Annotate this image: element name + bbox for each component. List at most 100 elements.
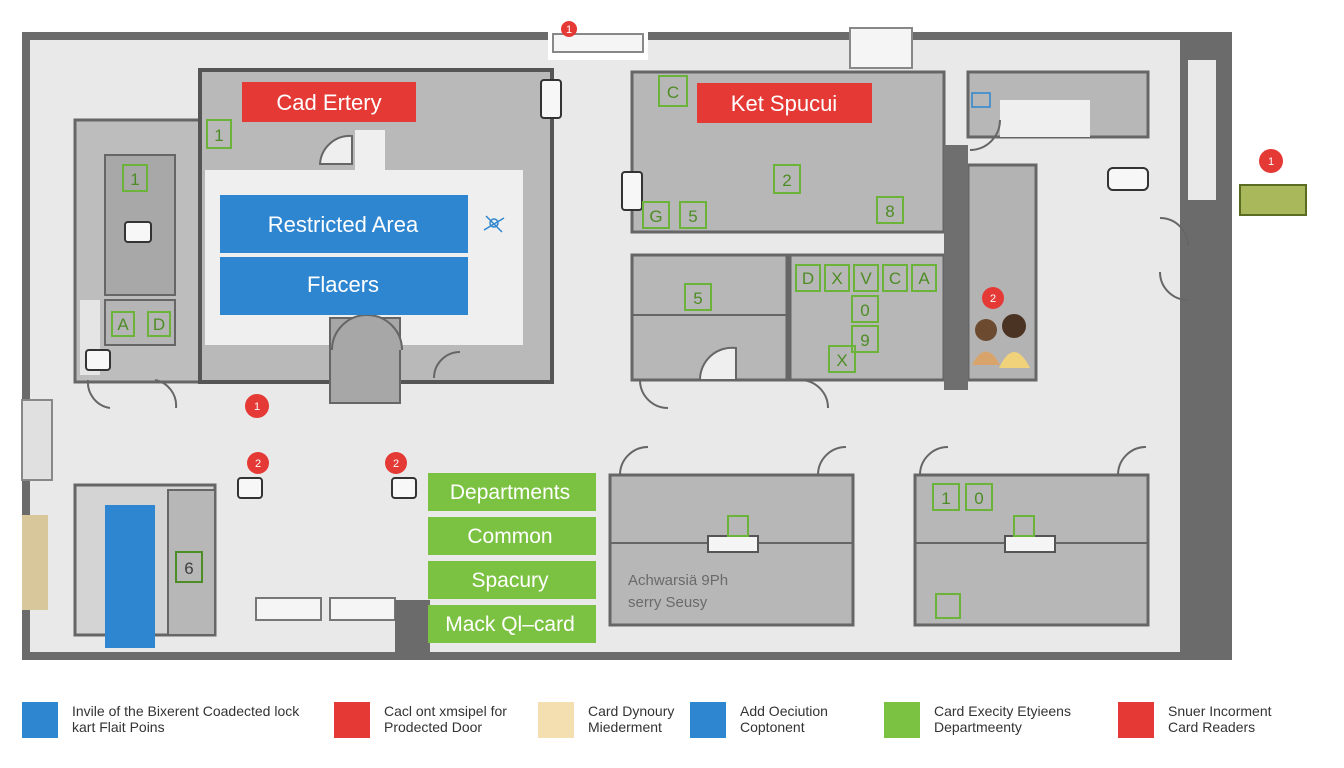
svg-text:9: 9 [860, 331, 869, 350]
room-tag-5a: 5 [679, 201, 707, 229]
card-reader-devices [85, 79, 1149, 499]
legend-line: kart Flait Poins [72, 719, 165, 735]
svg-text:C: C [889, 269, 901, 288]
legend-swatch-4 [884, 702, 920, 738]
svg-text:5: 5 [688, 207, 697, 226]
svg-text:2: 2 [393, 458, 399, 470]
departments-text: Departments [450, 481, 570, 504]
bottom-door-2 [329, 597, 396, 621]
restricted-area-text: Restricted Area [268, 212, 419, 237]
svg-text:X: X [831, 269, 842, 288]
room-tag-d: D [795, 264, 821, 292]
mack-card-box [428, 605, 596, 643]
legend-line: Card Dynoury [588, 703, 675, 719]
svg-text:D: D [802, 269, 814, 288]
right-staff-room [966, 163, 1038, 382]
svg-text:1: 1 [130, 170, 139, 189]
legend-text-5: Snuer Incorment Card Readers [1168, 703, 1344, 735]
room-tag-9: 9 [851, 325, 879, 353]
legend-line: Snuer Incorment [1168, 703, 1272, 719]
svg-text:0: 0 [860, 301, 869, 320]
room-tag-k: X [828, 345, 856, 373]
floors-banner [220, 257, 468, 315]
svg-text:0: 0 [974, 489, 983, 508]
card-entry-text: Cad Ertery [276, 90, 381, 115]
room-tag-0: 0 [851, 295, 879, 323]
room-tag-1b: 1 [122, 164, 148, 192]
legend-swatch-1 [334, 702, 370, 738]
legend-line: Departmeenty [934, 719, 1022, 735]
alarm-marker-staff: 2 [982, 287, 1004, 309]
room-tags: 1 1 C 2 G 5 8 5 D X V C A 0 9 X A D 6 1 … [111, 75, 993, 583]
legend-text-4: Card Execity Etyieens Departmeenty [934, 703, 1124, 735]
svg-text:D: D [153, 315, 165, 334]
svg-text:A: A [117, 315, 129, 334]
room-note-2: serry Seusy [628, 594, 708, 611]
upper-right-opening [849, 27, 913, 69]
restricted-area-banner [220, 195, 468, 253]
legend-text-1: Cacl ont xmsipel for Prodected Door [384, 703, 574, 735]
room-tag-1a: 1 [206, 119, 232, 149]
room-tag-c2: C [882, 264, 908, 292]
room-tag-0b: 0 [965, 483, 993, 511]
card-entry-banner [242, 82, 416, 122]
room-tag-v: V [853, 264, 879, 292]
svg-text:1: 1 [1268, 156, 1274, 168]
svg-text:2: 2 [255, 458, 261, 470]
svg-text:2: 2 [990, 293, 996, 305]
right-staff-shadow [944, 145, 968, 390]
svg-text:V: V [860, 269, 872, 288]
legend-text-3: Add Oeciution Coptonent [740, 703, 930, 735]
legend: Invile of the Bixerent Coadected lock ka… [0, 690, 1344, 750]
right-top-inner [1000, 100, 1090, 137]
legend-line: Miederment [588, 719, 662, 735]
restricted-notch [355, 130, 385, 175]
network-icon [483, 215, 505, 233]
monitor-icon [971, 92, 991, 108]
legend-swatch-5 [1118, 702, 1154, 738]
room-tag-6: 6 [175, 551, 203, 583]
alarm-marker-top: 1 [561, 21, 577, 37]
legend-line: Cacl ont xmsipel for [384, 703, 507, 719]
svg-text:1: 1 [941, 489, 950, 508]
staff-people-icon [972, 314, 1030, 368]
svg-text:5: 5 [693, 289, 702, 308]
bottom-mid-desk [707, 535, 759, 553]
legend-line: Prodected Door [384, 719, 483, 735]
key-space-text: Ket Spucui [731, 91, 837, 116]
room-tag-a: A [911, 264, 937, 292]
svg-text:A: A [918, 269, 930, 288]
room-tag-a2: A [111, 311, 135, 337]
west-door [21, 399, 53, 481]
east-entry-passage [1188, 60, 1216, 200]
room-tag-5b: 5 [684, 283, 712, 311]
common-text: Common [467, 525, 552, 548]
room-tag-c: C [658, 75, 688, 107]
floors-text: Flacers [307, 272, 379, 297]
svg-text:G: G [649, 207, 662, 226]
key-space-banner [697, 83, 872, 123]
left-room-lower [104, 299, 176, 346]
legend-swatch-0 [22, 702, 58, 738]
legend-line: Coptonent [740, 719, 805, 735]
room-tag-2: 2 [773, 164, 801, 194]
legend-swatch-2 [538, 702, 574, 738]
bottom-right-desk [1004, 535, 1056, 553]
room-tag-1c: 1 [932, 483, 960, 511]
door-swings [86, 119, 1189, 476]
common-box [428, 517, 596, 555]
bottom-door-1 [255, 597, 322, 621]
east-entrance-door [1239, 184, 1307, 216]
red-markers: 1 1 2 2 1 2 [245, 21, 1283, 474]
svg-text:C: C [667, 83, 679, 102]
svg-text:1: 1 [566, 24, 572, 36]
legend-text-2: Card Dynoury Miederment [588, 703, 778, 735]
legend-line: Invile of the Bixerent Coadected lock [72, 703, 300, 719]
legend-text-0: Invile of the Bixerent Coadected lock ka… [72, 703, 300, 735]
legend-line: Add Oeciution [740, 703, 828, 719]
svg-text:8: 8 [885, 202, 894, 221]
room-note-1: Achwarsiä 9Ph [628, 572, 728, 589]
bottom-wall-cut [395, 600, 430, 660]
west-entry-bar [22, 515, 48, 610]
